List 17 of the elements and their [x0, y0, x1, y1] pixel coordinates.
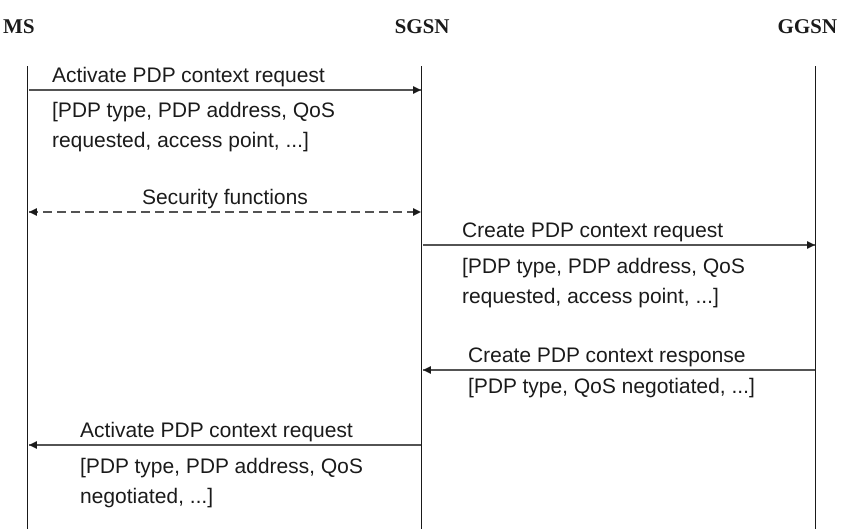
participant-label: MS: [3, 14, 34, 39]
message-parameters: [PDP type, PDP address, QoS negotiated, ...]: [80, 454, 364, 510]
message-arrow: [423, 241, 815, 249]
participant-label: SGSN: [394, 14, 450, 39]
message-arrow: [423, 366, 815, 374]
message-arrow: [29, 441, 421, 449]
message-label: Create PDP context response: [468, 345, 746, 367]
message-arrow: [29, 208, 421, 216]
message-label: Create PDP context request: [462, 220, 724, 242]
message-parameters: [PDP type, PDP address, QoS requested, access point, ...]: [462, 254, 746, 310]
message-label: Activate PDP context request: [80, 420, 353, 442]
message-arrow: [29, 86, 421, 94]
message-label: Activate PDP context request: [52, 65, 325, 87]
message-parameters: [PDP type, PDP address, QoS requested, access point, ...]: [52, 98, 336, 154]
participant-label: GGSN: [777, 14, 837, 39]
message-parameters: [PDP type, QoS negotiated, ...]: [468, 374, 756, 400]
message-label: Security functions: [142, 187, 308, 209]
